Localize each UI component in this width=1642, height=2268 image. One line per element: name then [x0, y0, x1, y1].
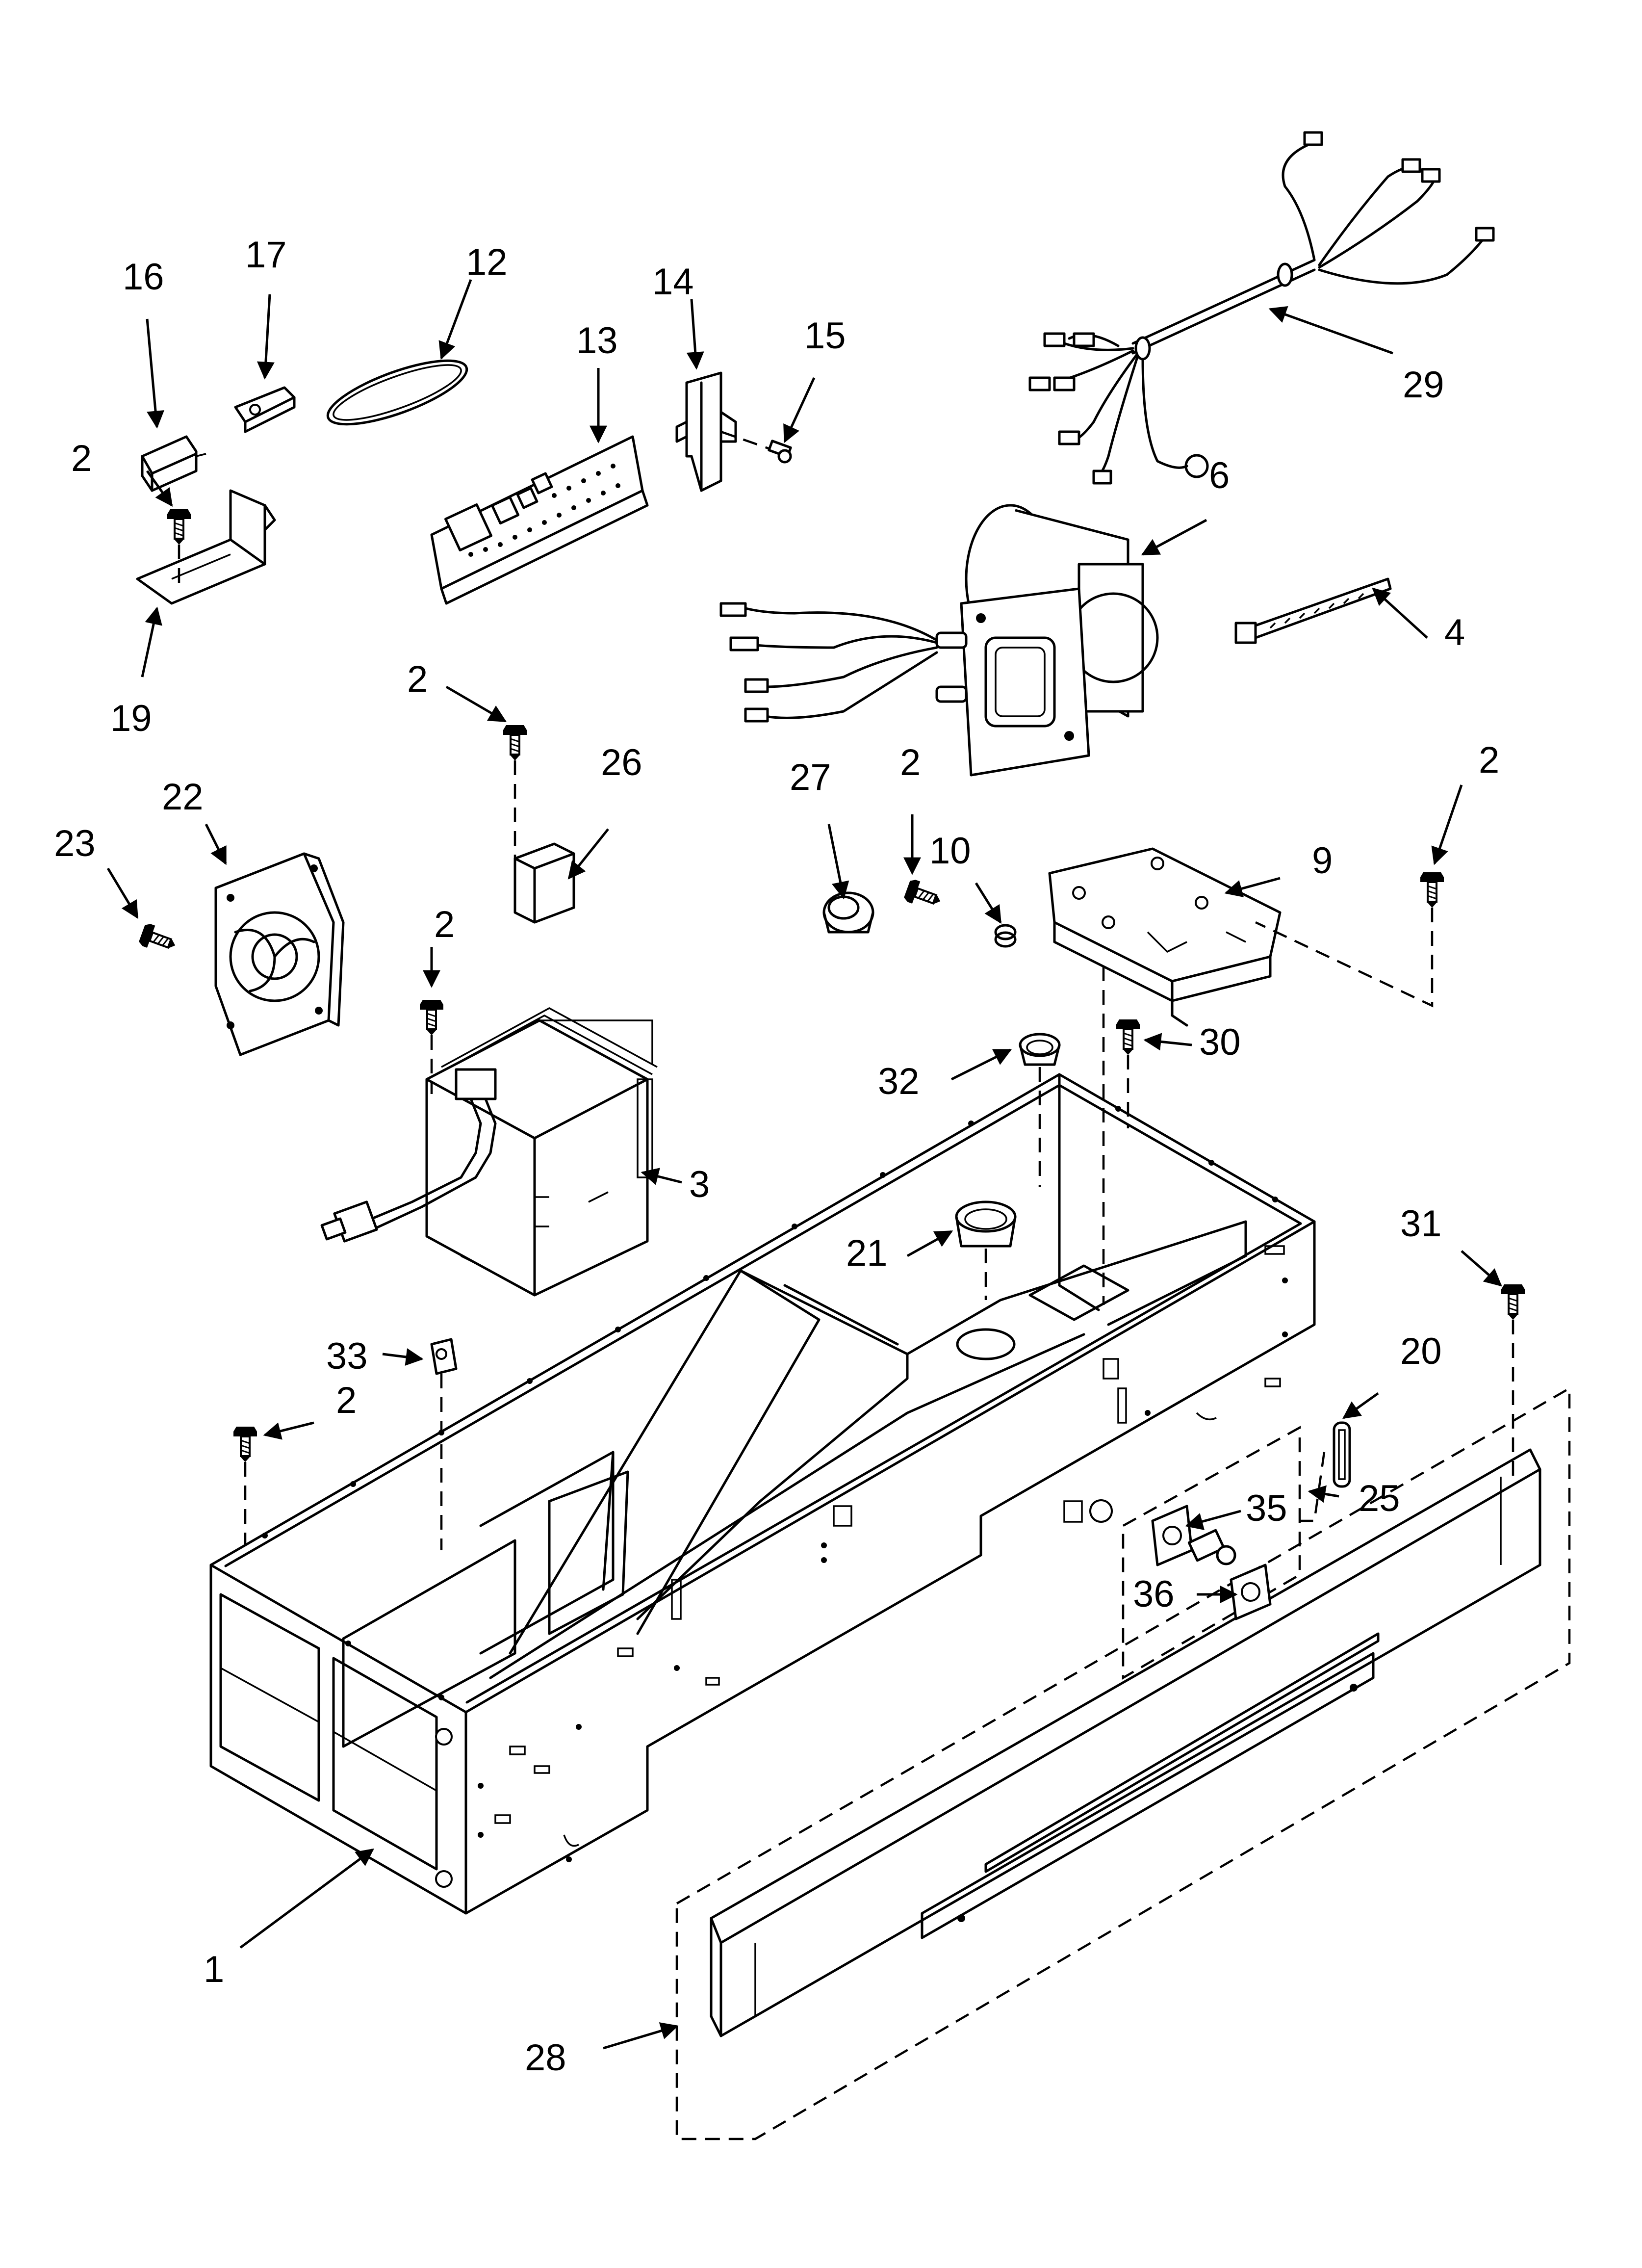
screw-part-2-e	[1419, 871, 1445, 908]
callout-28: 28	[525, 2037, 566, 2079]
callout-33: 33	[326, 1335, 368, 1377]
screw-part-2-f	[232, 1426, 258, 1462]
bracket-part-9	[1048, 847, 1282, 1027]
callout-26: 26	[601, 742, 642, 783]
callout-10: 10	[929, 830, 971, 872]
clip-part-33	[430, 1338, 458, 1375]
callout-labels: 1 2 2 2 2 2 2 3 4 6 9 10 12 13 14 15 16 …	[54, 234, 1499, 2079]
callout-16: 16	[123, 256, 164, 298]
screw-part-23	[137, 921, 180, 957]
callout-2-a: 2	[71, 438, 92, 479]
callout-21: 21	[846, 1232, 888, 1274]
screw-part-2-b	[502, 724, 528, 760]
screw-part-2-c	[419, 999, 444, 1035]
screw-part-2-d	[902, 877, 945, 913]
front-panel-part-28	[675, 1386, 1571, 2140]
bracket-part-19	[136, 489, 276, 605]
callout-29: 29	[1403, 364, 1444, 406]
callout-17: 17	[245, 234, 287, 276]
callout-25: 25	[1359, 1478, 1400, 1519]
clip-part-17	[234, 386, 296, 433]
callout-6: 6	[1209, 455, 1230, 496]
callout-22: 22	[162, 776, 204, 818]
screw-part-2-a	[166, 508, 192, 545]
callout-9: 9	[1312, 840, 1333, 882]
callout-20: 20	[1400, 1330, 1442, 1372]
fan-motor-part-6	[719, 504, 1159, 777]
callout-36: 36	[1133, 1573, 1175, 1615]
callout-1: 1	[204, 1949, 224, 1990]
chassis-part-1	[209, 1073, 1316, 1915]
callout-13: 13	[576, 320, 618, 362]
callout-2-c: 2	[434, 904, 455, 945]
screw-part-15	[720, 430, 792, 464]
control-board-part-13	[430, 435, 649, 605]
callout-2-d: 2	[900, 742, 921, 783]
callout-32: 32	[878, 1061, 920, 1102]
control-box-part-3	[320, 1007, 658, 1297]
callout-3: 3	[689, 1164, 710, 1205]
callout-30: 30	[1199, 1021, 1241, 1063]
callout-23: 23	[54, 823, 96, 864]
callout-35: 35	[1246, 1487, 1287, 1529]
grommet-part-32	[1019, 1033, 1061, 1066]
fan-part-22	[214, 852, 345, 1056]
grommet-part-10	[994, 924, 1017, 948]
callout-15: 15	[804, 315, 846, 357]
wire-harness-part-29	[1028, 131, 1495, 485]
cable-tie-part-4	[1234, 577, 1392, 644]
callout-19: 19	[110, 698, 152, 739]
callout-2-b: 2	[407, 658, 428, 700]
bracket-part-14	[675, 371, 737, 492]
assembly-lines	[178, 545, 1514, 1550]
switch-group-parts-35-36	[1122, 1426, 1301, 1680]
part-20-clip	[1333, 1421, 1351, 1488]
callout-14: 14	[652, 261, 694, 303]
screw-part-31	[1500, 1283, 1526, 1320]
relay-part-26	[513, 842, 575, 924]
switch-part-27	[822, 891, 874, 934]
callout-31: 31	[1400, 1203, 1442, 1245]
grommet-part-21	[955, 1200, 1017, 1248]
o-ring-part-12	[326, 359, 468, 426]
screw-part-30	[1115, 1018, 1141, 1055]
callout-4: 4	[1444, 612, 1465, 653]
callout-27: 27	[790, 756, 831, 798]
callout-2-e: 2	[1479, 739, 1499, 781]
leader-lines	[106, 279, 1502, 2050]
thermistor-part-16	[141, 435, 206, 492]
callout-2-f: 2	[336, 1380, 357, 1421]
callout-12: 12	[466, 241, 508, 283]
